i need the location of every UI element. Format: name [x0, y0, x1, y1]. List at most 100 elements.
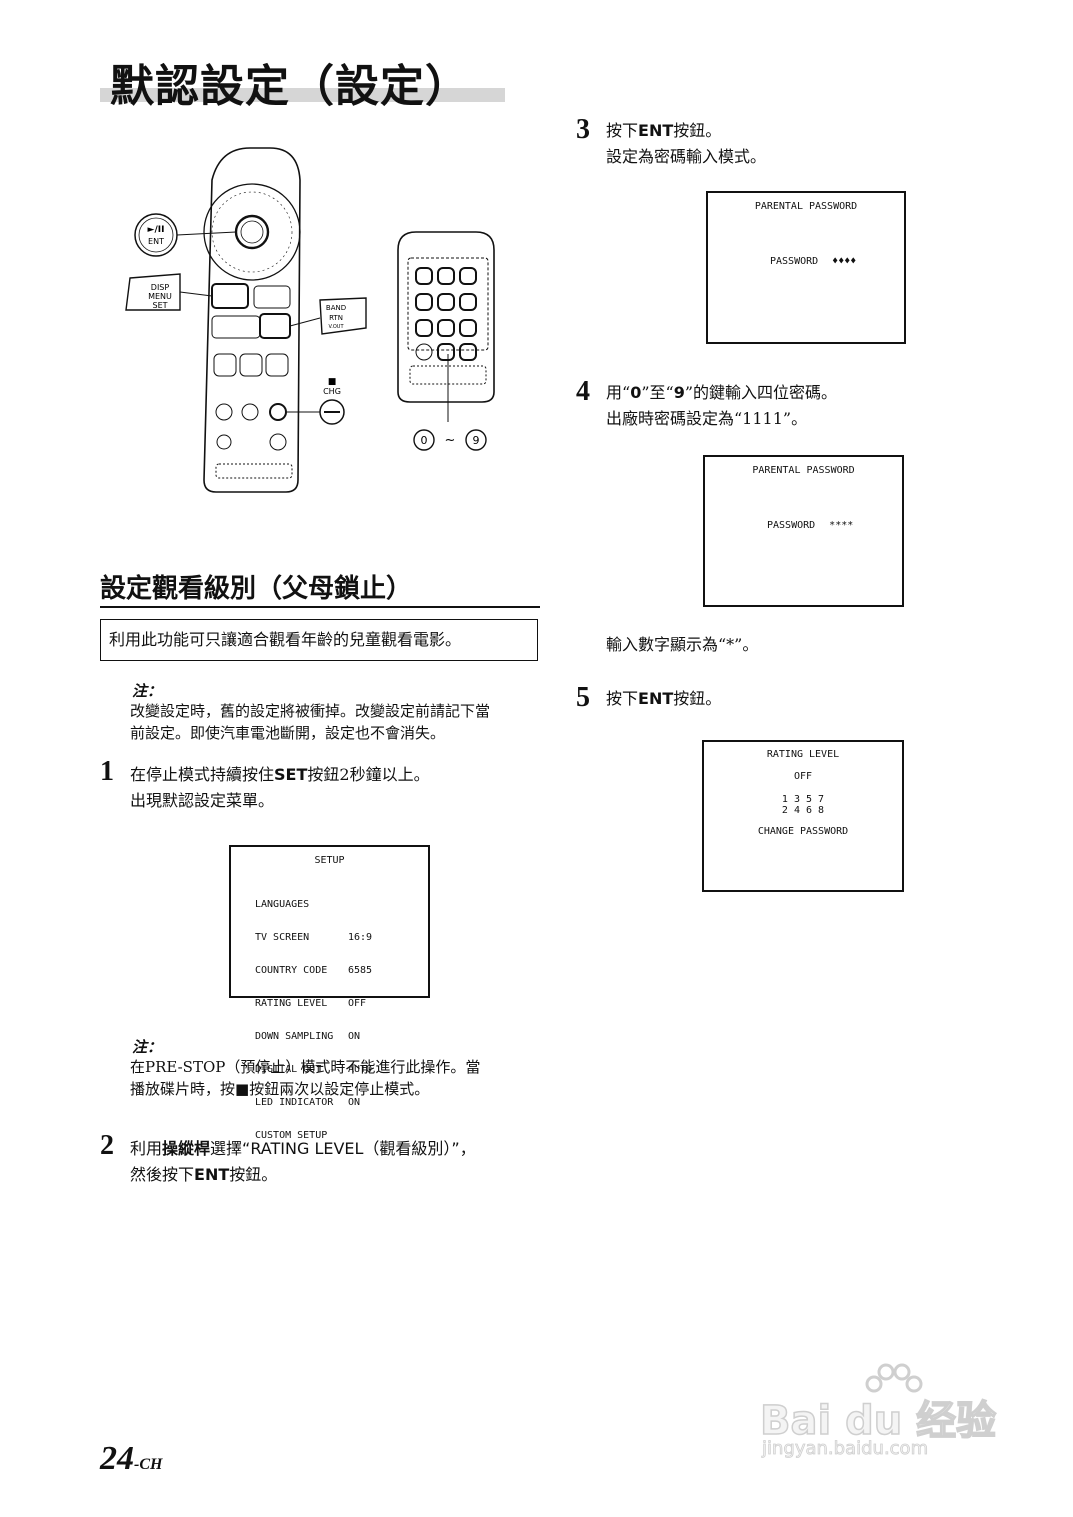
rating-levels-even: 2 4 6 8 [781, 805, 825, 816]
paw-icon [865, 1363, 923, 1393]
step3-line2: 設定為密碼輸入模式。 [606, 147, 767, 166]
note2-text-a: 播放碟片時，按 [130, 1080, 236, 1098]
page-number-suffix: -CH [134, 1456, 163, 1473]
remote-control-figure: ►/II ENT DISP MENU SET BAND RTN V.OUT ■ … [125, 147, 495, 493]
step5-number: 5 [576, 682, 590, 713]
page-number-value: 24 [100, 1440, 134, 1477]
step3-number: 3 [576, 114, 590, 145]
intro-box: 利用此功能可只讓適合觀看年齡的兒童觀看電影。 [100, 619, 538, 661]
step2-text-c: 選擇“RATING LEVEL（觀看級別）”， [210, 1139, 476, 1158]
note2-label: 注： [132, 1038, 163, 1056]
band-rtn-callout: BAND RTN V.OUT [289, 297, 367, 335]
step2-text-d: 然後按下 [130, 1165, 195, 1184]
note1-label: 注： [132, 682, 163, 700]
step1-text-a: 在停止模式持續按住 [130, 765, 275, 784]
password-field: PASSWORD **** [767, 520, 853, 531]
setup-row: LANGUAGES [255, 899, 310, 910]
step4-text-a: 用“ [606, 383, 631, 402]
chg-label: CHG [323, 387, 341, 396]
rating-screen-title: RATING LEVEL [766, 749, 840, 760]
ent-button-ref: ENT [638, 121, 674, 140]
step3-text-a: 按下 [606, 121, 639, 140]
password-screen-entered: PARENTAL PASSWORD PASSWORD **** [703, 455, 904, 607]
digit-range-callout: 0 ~ 9 [413, 429, 487, 451]
rating-level-screen: RATING LEVEL OFF 1 3 5 7 2 4 6 8 CHANGE … [702, 740, 904, 892]
vout-label: V.OUT [328, 324, 344, 330]
main-remote-illustration [203, 147, 301, 493]
stop-symbol: ■ [328, 377, 337, 387]
disp-label: DISP [151, 283, 170, 292]
set-label: SET [152, 301, 167, 310]
ent-button-ref: ENT [194, 1165, 230, 1184]
page-number: 24-CH [100, 1440, 162, 1478]
password-value: ♦♦♦♦ [832, 256, 857, 267]
chg-callout: ■ CHG [286, 377, 345, 425]
password-screen-title: PARENTAL PASSWORD [752, 465, 855, 476]
range-from-label: 0 [421, 434, 428, 447]
setup-row: CUSTOM SETUP [255, 1130, 328, 1141]
menu-label: MENU [148, 292, 172, 301]
digit-display-note: 輸入數字顯示為“*”。 [606, 635, 759, 654]
step1-text-c: 按鈕2秒鐘以上。 [307, 765, 430, 784]
step2-text: 利用操縱桿選擇“RATING LEVEL（觀看級別）”， 然後按下ENT按鈕。 [130, 1136, 476, 1188]
note1-text: 改變設定時，舊的設定將被衝掉。改變設定前請記下當 前設定。即使汽車電池斷開，設定… [130, 700, 490, 744]
password-screen-title: PARENTAL PASSWORD [754, 201, 858, 212]
watermark-url: jingyan.baidu.com [762, 1438, 929, 1460]
step1-line2: 出現默認設定菜單。 [130, 791, 275, 810]
range-sep-label: ~ [445, 433, 456, 448]
step4-number: 4 [576, 376, 590, 407]
step1-text: 在停止模式持續按住SET按鈕2秒鐘以上。 出現默認設定菜單。 [130, 762, 430, 814]
step5-text-c: 按鈕。 [673, 689, 722, 708]
step5-text: 按下ENT按鈕。 [606, 686, 721, 712]
title-underline-bar [100, 88, 505, 102]
digit-9-ref: 9 [673, 383, 685, 402]
step2-text-f: 按鈕。 [229, 1165, 278, 1184]
step2-number: 2 [100, 1130, 114, 1161]
change-password-option: CHANGE PASSWORD [757, 826, 849, 837]
password-value: **** [829, 520, 854, 531]
rtn-label: RTN [329, 314, 343, 322]
set-button-ref: SET [274, 765, 308, 784]
keypad-remote-illustration [397, 231, 495, 422]
step3-text: 按下ENT按鈕。 設定為密碼輸入模式。 [606, 118, 766, 170]
note2-text-c: 按鈕兩次以設定停止模式。 [249, 1080, 430, 1098]
step4-text: 用“0”至“9”的鍵輸入四位密碼。 出廠時密碼設定為“1111”。 [606, 380, 837, 432]
note1-line1: 改變設定時，舊的設定將被衝掉。改變設定前請記下當 [130, 702, 491, 720]
page-title: 默認設定（設定） [110, 61, 470, 112]
stop-button-symbol: ■ [235, 1080, 250, 1098]
step4-line2: 出廠時密碼設定為“1111”。 [606, 409, 808, 428]
note1-line2: 前設定。即使汽車電池斷開，設定也不會消失。 [130, 724, 446, 742]
step4-text-e: ”的鍵輸入四位密碼。 [684, 383, 838, 402]
ent-button-ref: ENT [638, 689, 674, 708]
password-label: PASSWORD [767, 520, 816, 531]
ent-callout: ►/II ENT [134, 213, 237, 257]
ent-label: ENT [148, 237, 164, 246]
password-field: PASSWORD ♦♦♦♦ [770, 256, 856, 267]
section-title: 設定觀看級別（父母鎖止） [100, 574, 413, 604]
note2-line1: 在PRE-STOP（預停止）模式時不能進行此操作。當 [130, 1058, 481, 1076]
rating-off-option: OFF [793, 771, 813, 782]
rating-levels-odd: 1 3 5 7 [781, 794, 825, 805]
step3-text-c: 按鈕。 [673, 121, 722, 140]
password-label: PASSWORD [770, 256, 819, 267]
step4-text-c: ”至“ [641, 383, 674, 402]
step2-text-a: 利用 [130, 1139, 163, 1158]
play-ent-label: ►/II [148, 225, 165, 235]
band-label: BAND [326, 304, 346, 312]
watermark-logo: Bai du 经验 [759, 1397, 997, 1445]
range-to-label: 9 [473, 434, 480, 447]
section-divider [100, 606, 540, 608]
joystick-ref: 操縱桿 [162, 1139, 211, 1158]
digit-0-ref: 0 [630, 383, 642, 402]
setup-screen-title: SETUP [314, 855, 345, 866]
step5-text-a: 按下 [606, 689, 639, 708]
step1-number: 1 [100, 756, 114, 787]
